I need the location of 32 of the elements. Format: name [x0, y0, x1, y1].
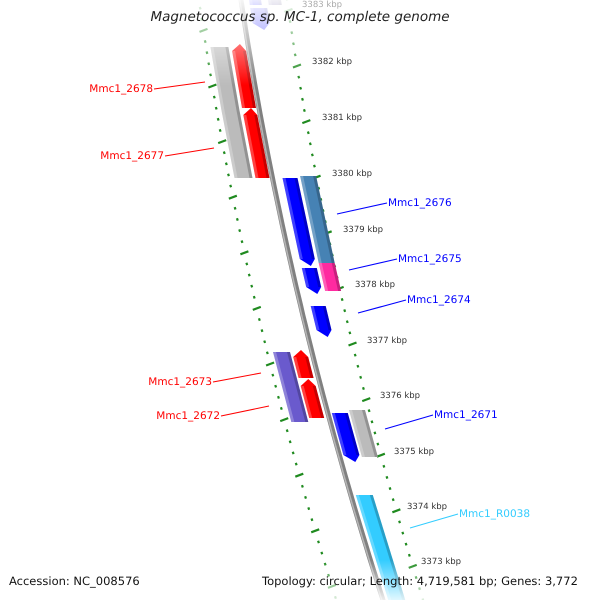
position-label: 3373 kbp	[421, 557, 462, 568]
gene-label: Mmc1_2677	[100, 150, 164, 162]
leader-line	[348, 258, 398, 271]
gene-label: Mmc1_R0038	[459, 508, 530, 520]
gene-label: Mmc1_2674	[407, 294, 471, 306]
map-title: Magnetococcus sp. MC-1, complete genome	[149, 9, 451, 25]
leader-line	[154, 81, 206, 90]
gene-label: Mmc1_2678	[89, 82, 153, 96]
gene-label: Mmc1_2675	[398, 252, 462, 266]
position-label: 3380 kbp	[332, 169, 372, 180]
gene-label: Mmc1_2671	[434, 408, 498, 422]
position-label: 3379 kbp	[343, 225, 384, 236]
position-label: 3382 kbp	[312, 57, 352, 68]
gene-label: Mmc1_2672	[156, 410, 220, 422]
leader-line	[410, 513, 458, 529]
leader-line	[164, 147, 214, 157]
position-label: 3381 kbp	[322, 113, 362, 124]
position-label: 3378 kbp	[355, 280, 396, 291]
position-label: 3374 kbp	[407, 502, 448, 513]
leader-line	[384, 414, 434, 430]
position-label: 3383 kbp	[302, 0, 342, 10]
leader-line	[220, 405, 270, 417]
footer-text: Topology: circular; Length: 4,719,581 bp; Genes: 3,772	[262, 574, 578, 588]
gene-label: Mmc1_2676	[388, 196, 452, 210]
position-label: 3375 kbp	[394, 447, 434, 458]
footer-text: Accession: NC_008576	[9, 574, 140, 588]
gene-label: Mmc1_2673	[148, 376, 212, 388]
position-label: 3376 kbp	[380, 391, 420, 402]
leader-line	[212, 372, 262, 383]
leader-line	[336, 202, 388, 215]
position-label: 3377 kbp	[367, 336, 408, 347]
leader-line	[358, 299, 406, 314]
